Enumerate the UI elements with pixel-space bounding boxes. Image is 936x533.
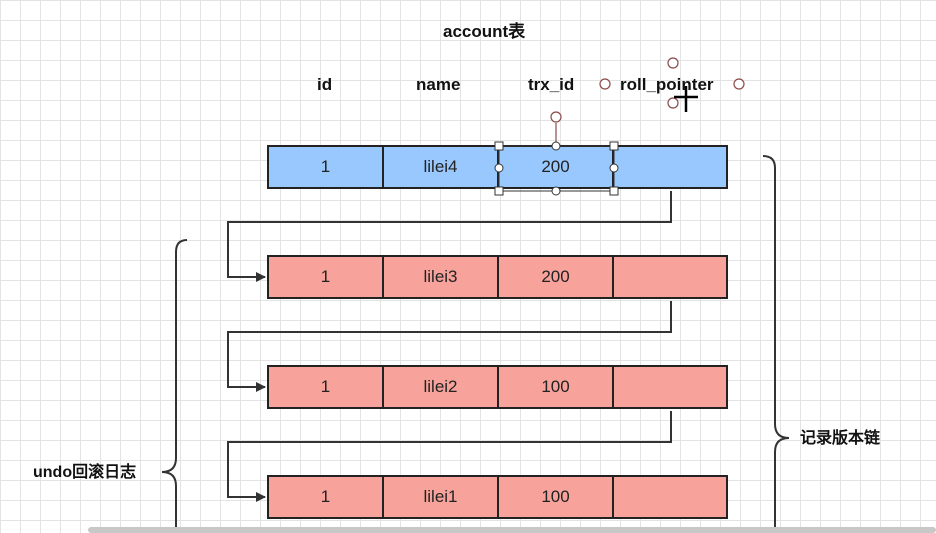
column-header-roll-pointer[interactable]: roll_pointer (620, 75, 714, 94)
column-header-name: name (416, 75, 461, 94)
cell-trx-id[interactable]: 100 (499, 477, 614, 517)
cell-name[interactable]: lilei1 (384, 477, 499, 517)
resize-handle[interactable] (609, 186, 619, 196)
table-title: account表 (443, 22, 526, 41)
cell-trx-id[interactable]: 200 (499, 147, 614, 187)
roll-pointer-connector[interactable] (227, 411, 672, 502)
resize-handle[interactable] (494, 163, 504, 173)
cell-name[interactable]: lilei2 (384, 367, 499, 407)
column-header-id: id (317, 75, 333, 94)
roll-pointer-connector[interactable] (227, 301, 672, 392)
resize-handle[interactable] (551, 141, 561, 151)
resize-handle[interactable] (609, 163, 619, 173)
undo-log-label: undo回滚日志 (33, 464, 137, 481)
cell-trx-id[interactable]: 200 (499, 257, 614, 297)
undo-record-row[interactable]: 1 lilei3 200 (267, 255, 728, 299)
undo-record-row[interactable]: 1 lilei2 100 (267, 365, 728, 409)
connection-point[interactable] (667, 97, 679, 109)
cell-id[interactable]: 1 (269, 367, 384, 407)
cell-roll-pointer[interactable] (614, 367, 726, 407)
roll-pointer-connector[interactable] (227, 191, 672, 282)
column-header-trx-id[interactable]: trx_id (528, 75, 575, 94)
cell-id[interactable]: 1 (269, 257, 384, 297)
cell-roll-pointer[interactable] (614, 477, 726, 517)
selection-box[interactable] (494, 111, 619, 196)
cell-name[interactable]: lilei3 (384, 257, 499, 297)
cell-trx-id[interactable]: 100 (499, 367, 614, 407)
resize-handle[interactable] (609, 141, 619, 151)
cell-id[interactable]: 1 (269, 477, 384, 517)
resize-handle[interactable] (494, 141, 504, 151)
resize-handle[interactable] (551, 186, 561, 196)
rotate-handle[interactable] (550, 111, 562, 123)
connection-point[interactable] (667, 57, 679, 69)
version-chain-label: 记录版本链 (800, 430, 881, 447)
move-cursor-icon (674, 86, 698, 112)
right-curly-bracket (762, 155, 790, 533)
cell-roll-pointer[interactable] (614, 147, 726, 187)
undo-record-row[interactable]: 1 lilei1 100 (267, 475, 728, 519)
connection-point[interactable] (733, 78, 745, 90)
cell-id[interactable]: 1 (269, 147, 384, 187)
connection-point[interactable] (599, 78, 611, 90)
cell-roll-pointer[interactable] (614, 257, 726, 297)
horizontal-scrollbar[interactable] (88, 527, 936, 533)
cell-name[interactable]: lilei4 (384, 147, 499, 187)
resize-handle[interactable] (494, 186, 504, 196)
left-curly-bracket (161, 239, 188, 533)
